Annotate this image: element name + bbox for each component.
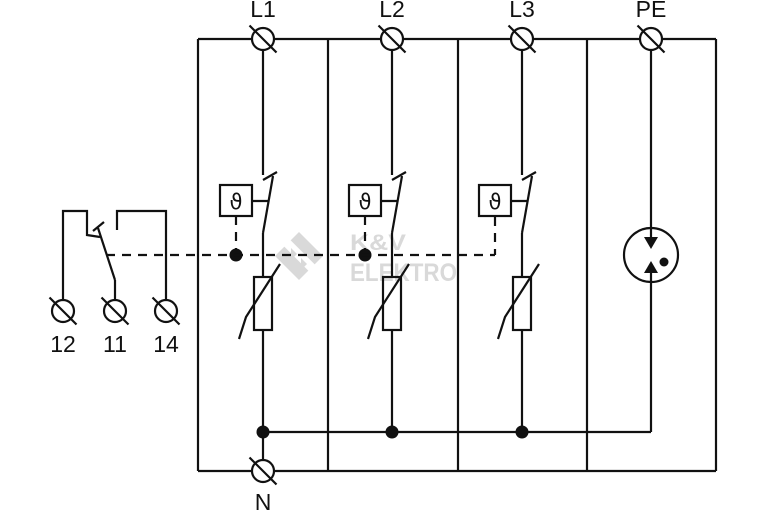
theta-symbol: ϑ [358,190,371,214]
thermal-disconnect-switch-icon [252,171,278,234]
terminal-l1-icon [248,24,278,54]
terminal-l2-icon [377,24,407,54]
watermark-text-line1: K&V [350,230,406,255]
thermal-disconnect-switch-icon [381,171,407,234]
varistor-icon [496,263,540,340]
phase-branch-l2: ϑ [347,50,410,439]
contact-blade-tick [92,221,105,232]
fixed-contact-14 [115,209,168,300]
spark-gap-gas-dot [659,257,669,267]
terminal-label-14: 14 [153,331,179,357]
terminal-label-l3: L3 [509,0,535,22]
theta-symbol: ϑ [488,190,501,214]
fixed-contact-12 [61,209,101,300]
thermal-disconnector-icon [477,183,513,218]
thermal-disconnect-switch-icon [511,171,537,234]
neutral-bus: N [248,430,651,512]
terminal-12-icon [48,296,78,326]
terminal-label-12: 12 [50,331,76,357]
varistor-icon [237,263,281,340]
spark-gap-arrow-up [644,261,658,273]
pe-branch [622,50,680,432]
phase-branch-l3: ϑ [477,50,540,439]
phase-branch-l1: ϑ [218,50,281,439]
terminal-label-l2: L2 [379,0,405,22]
device-enclosure [196,37,718,473]
terminal-14-icon [151,296,181,326]
terminal-label-l1: L1 [250,0,276,22]
terminal-label-11: 11 [103,331,127,357]
spark-gap-arrow-down [644,237,658,249]
terminal-l3-icon [507,24,537,54]
theta-symbol: ϑ [229,190,242,214]
remote-signalling-contact: 12 11 14 [48,209,181,357]
terminal-11-icon [100,296,130,326]
terminal-label-n: N [255,489,272,512]
terminal-pe-icon [636,24,666,54]
terminal-label-pe: PE [636,0,667,22]
terminal-n-icon [248,456,278,486]
